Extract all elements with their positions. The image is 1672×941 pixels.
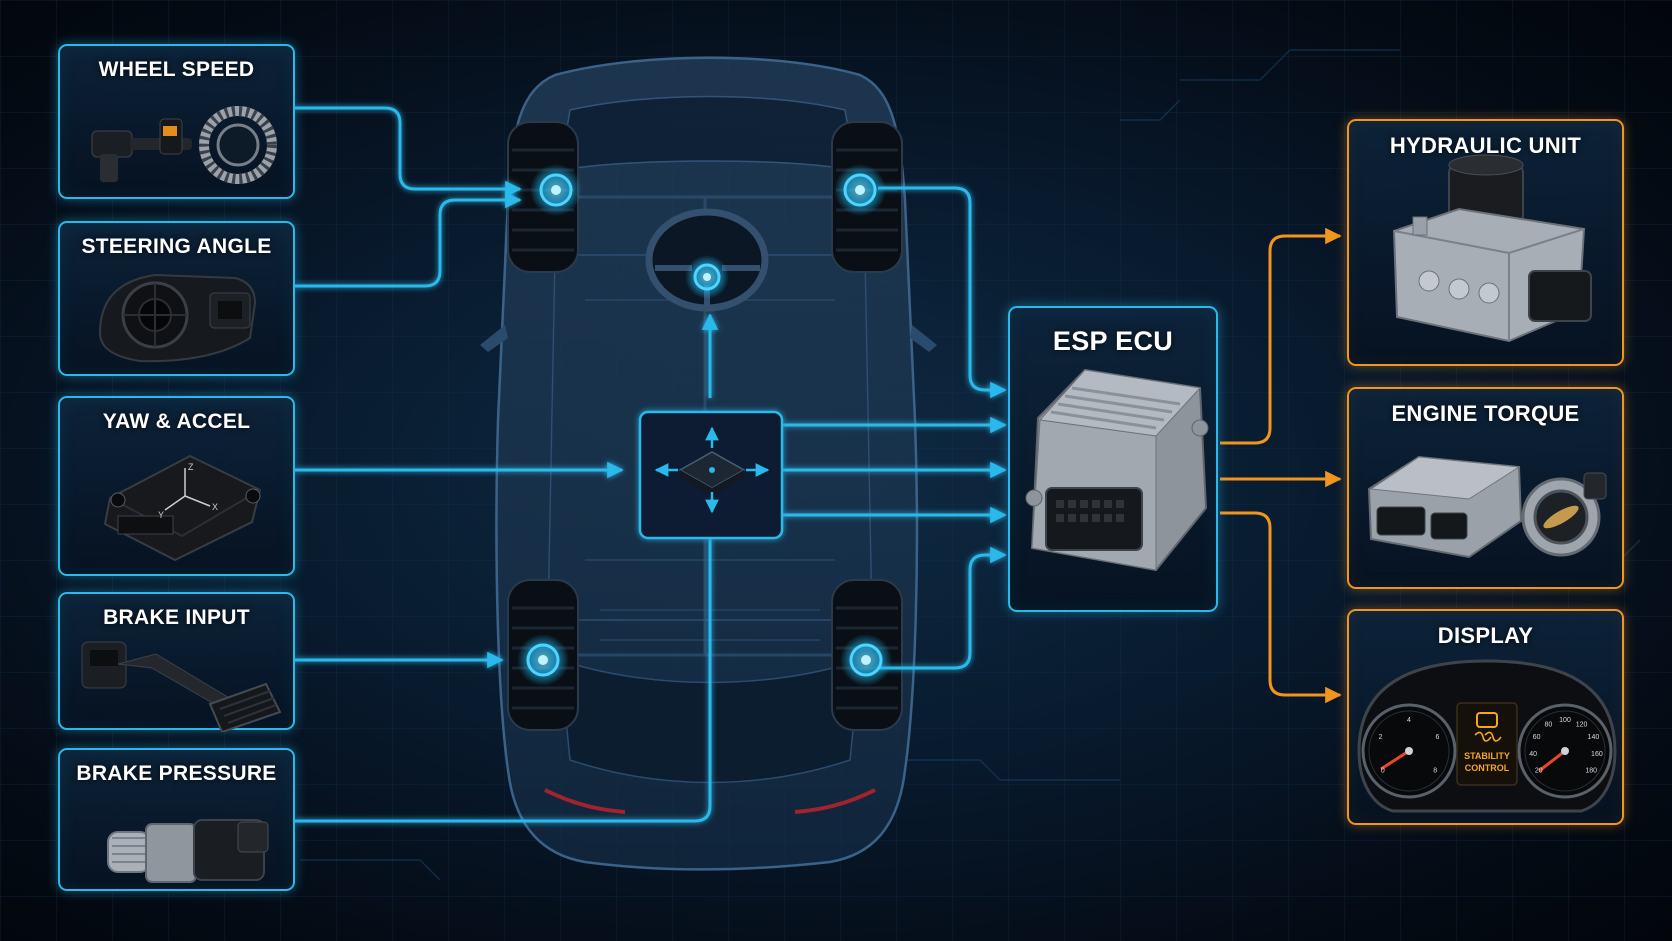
line-front-right-to-ecu: [878, 186, 1007, 399]
input-brake-pressure: BRAKE PRESSURE: [58, 748, 295, 891]
line-ecu-hydraulic: [1220, 227, 1342, 445]
left-gauge: 0 2 4 6 8: [1361, 703, 1457, 799]
right-gauge-tick-label: 80: [1545, 722, 1553, 729]
input-yaw-accel: YAW & ACCEL Z X Y: [58, 396, 295, 576]
right-gauge-tick-label: 120: [1576, 722, 1588, 729]
display-title: DISPLAY: [1437, 623, 1534, 648]
right-gauge-tick-label: 60: [1533, 734, 1541, 741]
left-gauge-tick-label: 6: [1435, 734, 1439, 741]
wheel-sensor-glow-fl: [530, 164, 582, 216]
engine-control-icon: [1367, 455, 1607, 559]
left-gauge-tick-label: 0: [1381, 767, 1385, 774]
left-gauge-tick-label: 8: [1433, 767, 1437, 774]
esp-ecu-box: ESP ECU: [1008, 306, 1218, 612]
right-gauge-tick-label: 160: [1591, 751, 1603, 758]
axis-z-label: Z: [188, 462, 194, 472]
ecu-module-icon: [1025, 368, 1209, 572]
stability-warning-icon: [1474, 712, 1502, 742]
brake-input-title: BRAKE INPUT: [103, 606, 250, 629]
wheel-sensor-glow-fr: [834, 164, 886, 216]
warning-line-2: CONTROL: [1465, 763, 1510, 773]
line-brake-pressure: [295, 538, 712, 823]
esp-ecu-title: ESP ECU: [1052, 326, 1174, 356]
output-engine-torque: ENGINE TORQUE: [1347, 387, 1624, 589]
steering-sensor-glow: [685, 255, 729, 299]
yaw-rate-sensor-icon: Z X Y: [103, 454, 262, 562]
steering-angle-sensor-icon: [98, 273, 257, 363]
hydraulic-modulator-icon: [1392, 154, 1592, 343]
input-steering-angle: STEERING ANGLE: [58, 221, 295, 376]
brake-pedal-icon: [81, 641, 282, 732]
right-gauge-tick-label: 40: [1529, 751, 1537, 758]
brake-pressure-title: BRAKE PRESSURE: [76, 762, 277, 785]
yaw-accel-title: YAW & ACCEL: [102, 410, 251, 433]
line-ecu-display: [1220, 511, 1342, 704]
right-gauge-tick-label: 20: [1535, 767, 1543, 774]
left-gauge-tick-label: 4: [1407, 717, 1411, 724]
wheel-sensor-glow-rl: [517, 634, 569, 686]
hydraulic-unit-title: HYDRAULIC UNIT: [1389, 133, 1582, 158]
axis-y-label: Y: [158, 510, 164, 520]
input-brake-input: BRAKE INPUT: [58, 592, 295, 732]
right-gauge-tick-label: 140: [1588, 734, 1600, 741]
axis-x-label: X: [212, 502, 218, 512]
pressure-sensor-icon: [107, 819, 269, 883]
output-hydraulic-unit: HYDRAULIC UNIT: [1347, 119, 1624, 366]
input-wheel-speed: WHEEL SPEED: [58, 44, 295, 199]
steering-angle-title: STEERING ANGLE: [81, 235, 272, 258]
right-gauge-tick-label: 100: [1559, 717, 1571, 724]
wheel-sensor-glow-rr: [840, 634, 892, 686]
line-steering-angle: [295, 191, 522, 288]
left-gauge-tick-label: 2: [1379, 734, 1383, 741]
central-sensor-hub: [638, 410, 784, 540]
line-wheel-speed: [295, 106, 522, 198]
wheel-speed-title: WHEEL SPEED: [98, 58, 255, 81]
engine-torque-title: ENGINE TORQUE: [1391, 401, 1580, 426]
right-gauge-tick-label: 180: [1585, 767, 1597, 774]
warning-line-1: STABILITY: [1464, 751, 1510, 761]
line-rear-right-to-ecu: [878, 546, 1007, 670]
wheel-speed-sensor-icon: [91, 106, 277, 184]
